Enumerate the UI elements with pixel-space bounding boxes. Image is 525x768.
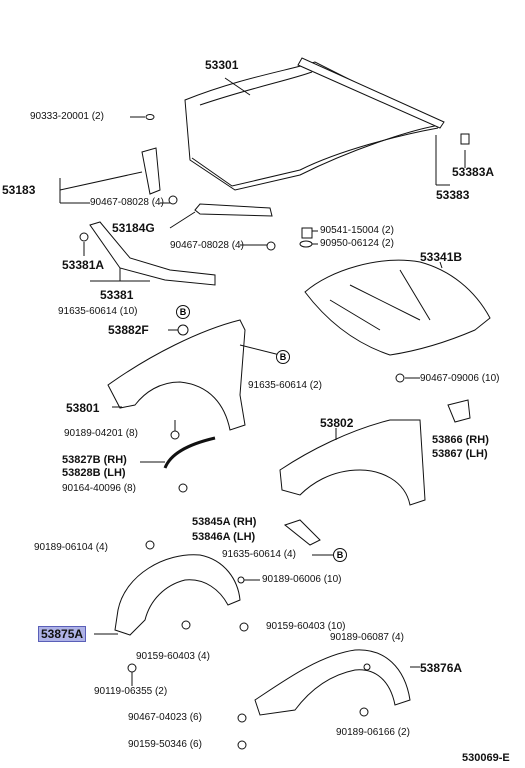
part-label-90189-d[interactable]: 90189-06087 (4) [330, 632, 404, 643]
part-label-90159-c[interactable]: 90159-50346 (6) [128, 739, 202, 750]
fender-53801[interactable] [107, 319, 246, 431]
part-label-90950[interactable]: 90950-06124 (2) [320, 238, 394, 249]
part-label-53875A-highlighted[interactable]: 53875A [38, 626, 87, 642]
bracket-53845A[interactable] [283, 519, 321, 546]
part-label-90159-a[interactable]: 90159-60403 (10) [266, 621, 346, 632]
part-label-53867[interactable]: 53867 (LH) [432, 448, 488, 460]
bracket-53866[interactable] [447, 399, 471, 423]
part-label-90159-b[interactable]: 90159-60403 (4) [136, 651, 210, 662]
part-label-90467-d[interactable]: 90467-04023 (6) [128, 712, 202, 723]
part-label-90119[interactable]: 90119-06355 (2) [94, 686, 168, 697]
insulator-53341B[interactable] [304, 259, 491, 356]
seal-53183[interactable] [141, 147, 161, 195]
part-label-53846A[interactable]: 53846A (LH) [192, 531, 256, 543]
part-label-53383A[interactable]: 53383A [452, 165, 495, 179]
part-label-53184G[interactable]: 53184G [112, 221, 155, 235]
part-label-90541[interactable]: 90541-15004 (2) [320, 225, 394, 236]
fender-53802[interactable] [279, 419, 426, 506]
part-label-53882F[interactable]: 53882F [108, 323, 149, 337]
part-label-90333[interactable]: 90333-20001 (2) [30, 111, 104, 122]
part-label-90189-e[interactable]: 90189-06166 (2) [336, 727, 410, 738]
part-label-53801[interactable]: 53801 [66, 401, 100, 415]
seal-53184G[interactable] [194, 203, 273, 217]
part-label-53827B[interactable]: 53827B (RH) [62, 454, 127, 466]
part-label-90189-c[interactable]: 90189-06006 (10) [262, 574, 342, 585]
part-label-90164[interactable]: 90164-40096 (8) [62, 483, 136, 494]
part-label-53341B[interactable]: 53341B [420, 250, 463, 264]
part-label-91635-b[interactable]: 91635-60614 (2) [248, 380, 322, 391]
part-label-53802[interactable]: 53802 [320, 416, 354, 430]
part-label-53381A[interactable]: 53381A [62, 258, 105, 272]
part-label-90189-b[interactable]: 90189-06104 (4) [34, 542, 108, 553]
liner-53875A[interactable] [114, 554, 241, 636]
part-label-90467-c[interactable]: 90467-09006 (10) [420, 373, 500, 384]
support-53381[interactable] [89, 221, 216, 286]
part-label-53828B[interactable]: 53828B (LH) [62, 467, 126, 479]
part-label-90467-b[interactable]: 90467-08028 (4) [170, 240, 244, 251]
reference-bubble-b-2: B [276, 350, 290, 364]
part-label-53301[interactable]: 53301 [205, 58, 239, 72]
part-label-53845A[interactable]: 53845A (RH) [192, 516, 257, 528]
part-label-90467-a[interactable]: 90467-08028 (4) [90, 197, 164, 208]
part-label-53876A[interactable]: 53876A [420, 661, 463, 675]
part-label-53383[interactable]: 53383 [436, 188, 470, 202]
part-label-53183[interactable]: 53183 [2, 183, 36, 197]
part-label-53381[interactable]: 53381 [100, 288, 134, 302]
part-label-91635-a[interactable]: 91635-60614 (10) [58, 306, 138, 317]
part-label-53866[interactable]: 53866 (RH) [432, 434, 489, 446]
hood-53301[interactable] [184, 57, 445, 191]
part-label-91635-c[interactable]: 91635-60614 (4) [222, 549, 296, 560]
liner-53876A[interactable] [254, 649, 411, 716]
reference-bubble-b-3: B [333, 548, 347, 562]
part-label-90189-a[interactable]: 90189-04201 (8) [64, 428, 138, 439]
diagram-id: 530069-E [462, 752, 510, 764]
reference-bubble-b-1: B [176, 305, 190, 319]
